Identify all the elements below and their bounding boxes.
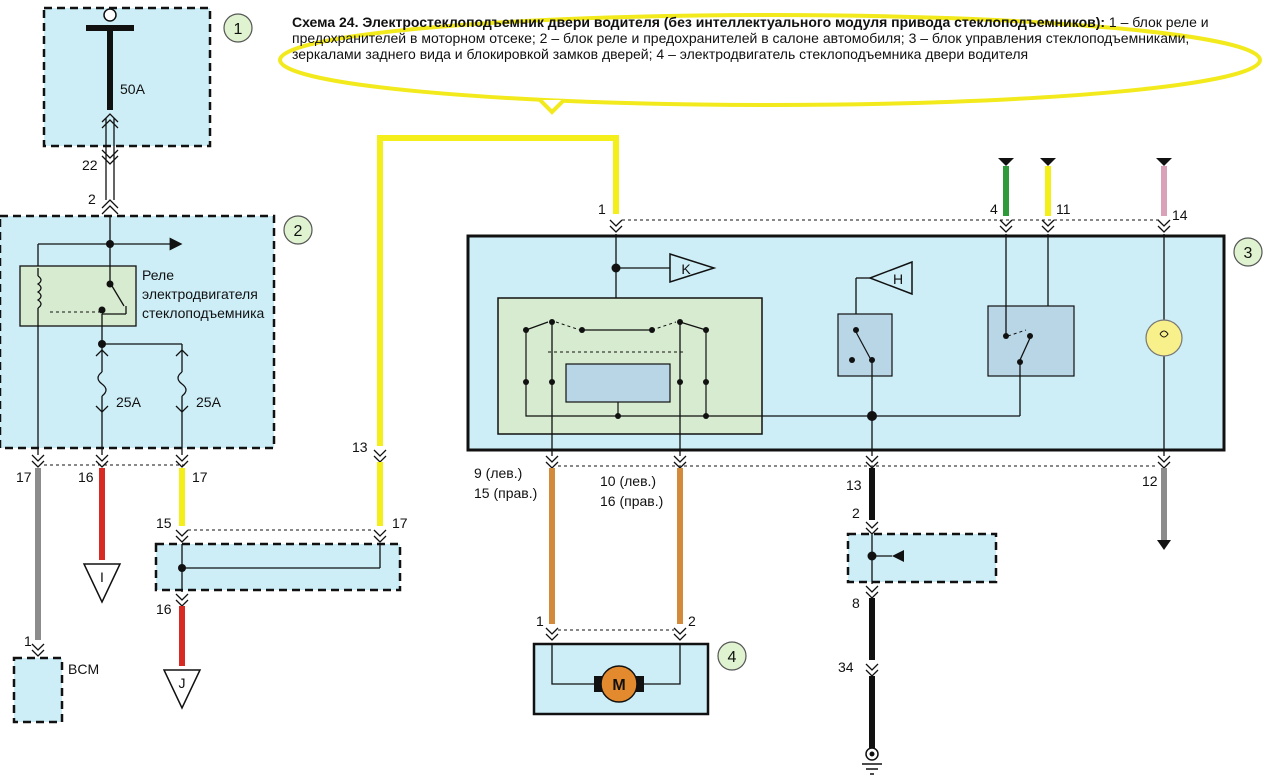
pin-9-left: 9 (лев.) xyxy=(474,465,522,481)
pin-2-ground: 2 xyxy=(852,505,860,521)
block-3-label: 3 xyxy=(1244,245,1253,262)
fuse-25a-left: 25A xyxy=(116,394,142,410)
block-2 xyxy=(0,214,276,450)
amp-h-label: H xyxy=(893,271,903,287)
terminal-i xyxy=(82,563,122,604)
pin-10-left: 10 (лев.) xyxy=(600,473,656,489)
h-switch xyxy=(837,313,893,377)
block-1-number xyxy=(223,13,253,43)
caption-text: 1 – блок реле и предохранителей в моторн… xyxy=(292,14,1209,62)
pin-15-right: 15 (прав.) xyxy=(474,485,537,501)
block-2-number xyxy=(283,215,313,245)
wire-yellow-main xyxy=(377,135,619,446)
pin-22: 22 xyxy=(82,157,98,173)
pin-2-motor: 2 xyxy=(688,613,696,629)
pin-4: 4 xyxy=(990,201,998,217)
relay-label-1: Реле xyxy=(142,267,174,283)
pin-16-right: 16 (прав.) xyxy=(600,493,663,509)
fuse-50a-label: 50A xyxy=(120,81,146,97)
pin-2-top: 2 xyxy=(88,191,96,207)
relay-box xyxy=(19,265,137,327)
pin-13-left: 13 xyxy=(352,439,368,455)
relay-label-3: стеклоподъемника xyxy=(142,305,265,321)
block-2-label: 2 xyxy=(294,223,303,240)
block-4 xyxy=(532,642,710,716)
block-3-number xyxy=(1233,237,1263,267)
terminal-j xyxy=(162,669,202,710)
pin-16-left: 16 xyxy=(78,469,94,485)
pin-17-right: 17 xyxy=(392,515,408,531)
pin-1-block3: 1 xyxy=(598,201,606,217)
amp-k xyxy=(669,252,717,284)
caption-ellipse xyxy=(278,13,1262,107)
bcm-box xyxy=(12,656,64,724)
amp-k-label: K xyxy=(681,261,691,277)
pin-16-bottom: 16 xyxy=(156,601,172,617)
relay-label-2: электродвигателя xyxy=(142,286,258,302)
pin-11: 11 xyxy=(1056,201,1071,217)
amp-h xyxy=(867,260,913,296)
pin-14: 14 xyxy=(1172,207,1188,223)
pin-17-left: 17 xyxy=(16,469,32,485)
block-4-label: 4 xyxy=(728,649,737,666)
pin-1-bcm: 1 xyxy=(24,633,32,649)
diagram-caption: Схема 24. Электростеклоподъемник двери в… xyxy=(292,14,1252,62)
caption-title: Схема 24. Электростеклоподъемник двери в… xyxy=(292,14,1106,30)
joint-connector xyxy=(154,542,402,592)
motor-icon xyxy=(600,665,638,703)
switch-inner xyxy=(565,363,671,403)
lock-switch xyxy=(987,305,1075,377)
block-1-label: 1 xyxy=(234,21,243,38)
pin-12: 12 xyxy=(1142,473,1158,489)
terminal-i-label: I xyxy=(100,569,104,585)
block-4-number xyxy=(717,641,747,671)
pin-1-motor: 1 xyxy=(536,613,544,629)
bcm-label: BCM xyxy=(68,661,99,677)
terminal-j-label: J xyxy=(179,675,186,691)
pin-15: 15 xyxy=(156,515,172,531)
lamp-icon xyxy=(1145,319,1183,357)
pin-17-mid: 17 xyxy=(192,469,208,485)
pin-8: 8 xyxy=(852,595,860,611)
fuse-25a-right: 25A xyxy=(196,394,222,410)
pin-34: 34 xyxy=(838,659,854,675)
pin-13-right: 13 xyxy=(846,477,862,493)
motor-label: M xyxy=(612,677,625,694)
